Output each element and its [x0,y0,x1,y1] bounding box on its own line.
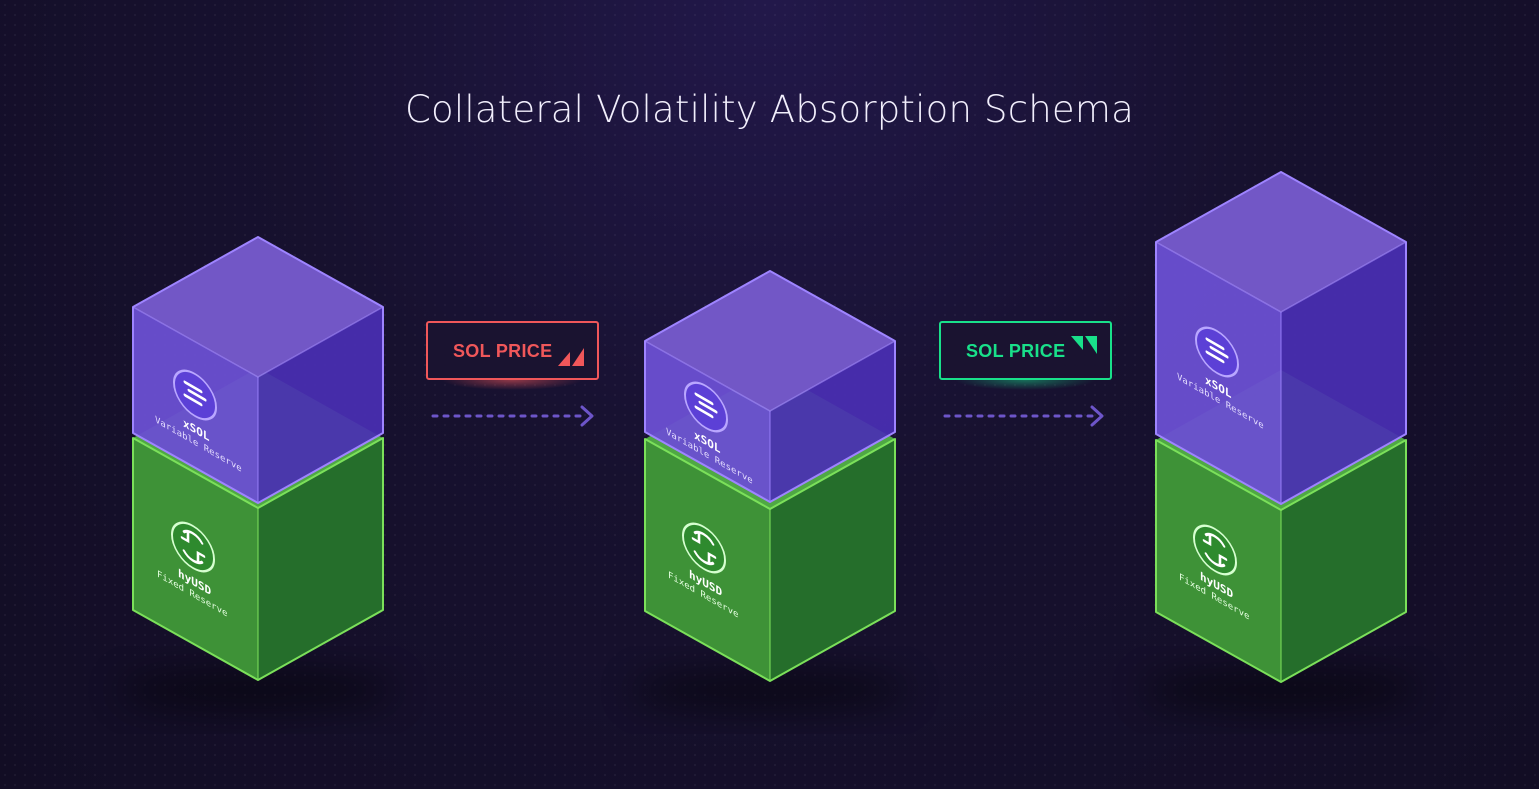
sol-price-label: SOL PRICE [453,341,552,361]
hyusd-icon [1193,524,1237,576]
sol-price-down-transition: SOL PRICE [426,321,599,427]
xsol-cube [644,270,896,503]
xsol-icon [684,381,728,433]
reserve-stack-3: xSOL Variable Reserve hyUSD Fixed Reserv… [1141,171,1421,712]
price-down-icon [558,348,584,366]
flow-arrow [943,405,1104,427]
sol-price-badge [426,321,599,380]
reserve-stack-2: xSOL Variable Reserve hyUSD Fixed Reserv… [630,270,910,712]
sol-price-up-transition: SOL PRICE [939,321,1112,427]
hyusd-icon [682,522,726,574]
flow-arrow [431,405,594,427]
xsol-icon [173,369,217,421]
hyusd-icon [171,521,215,573]
reserve-stack-1: xSOL Variable Reserve hyUSD Fixed Reserv… [118,236,398,712]
sol-price-label: SOL PRICE [966,341,1065,361]
sol-price-badge [939,321,1112,380]
xsol-cube [1155,171,1407,505]
xsol-icon [1195,326,1239,378]
diagram-title: Collateral Volatility Absorption Schema [404,88,1135,131]
price-up-icon [1071,336,1097,354]
